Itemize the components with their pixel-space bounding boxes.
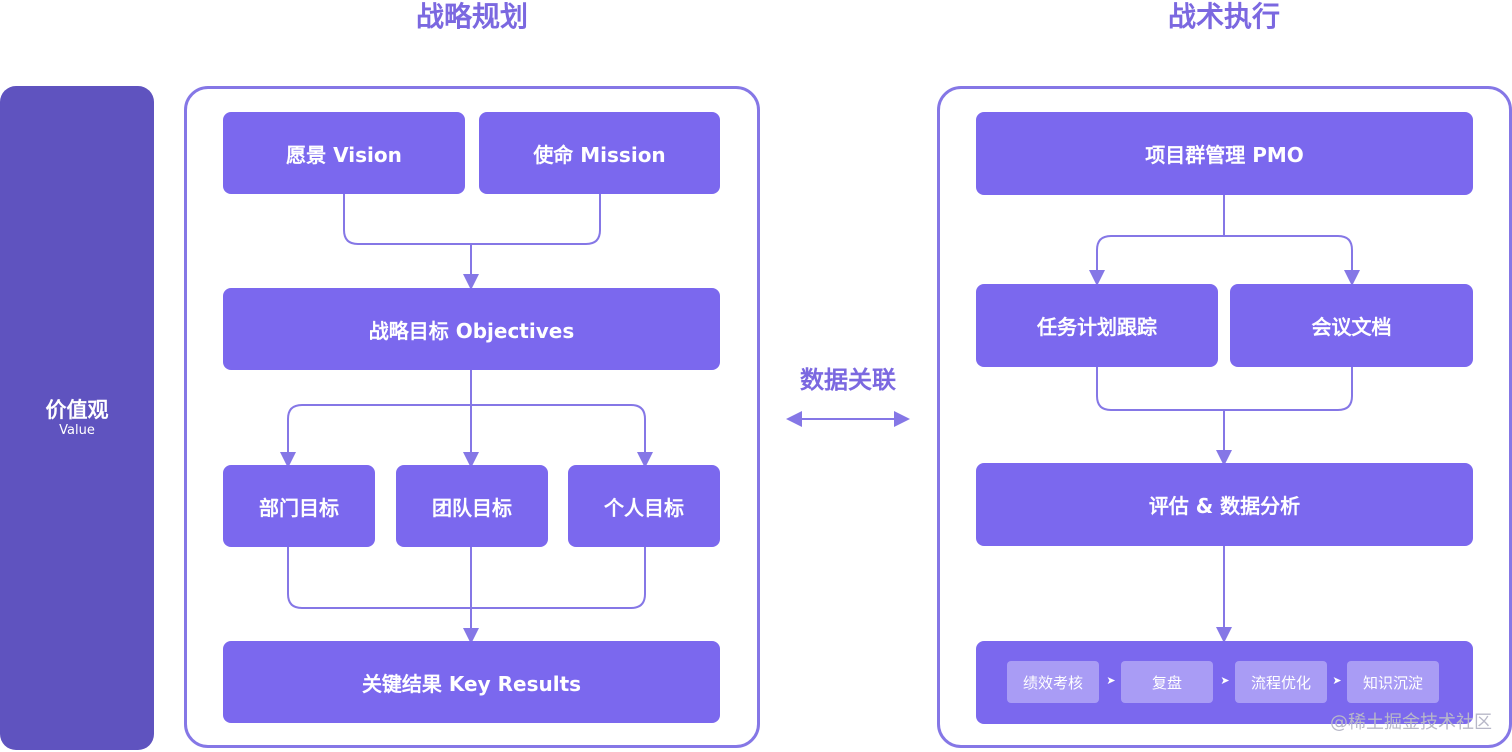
tactics-heading: 战术执行 bbox=[1167, 0, 1280, 33]
value-bar: 价值观 Value bbox=[0, 86, 154, 750]
team-goal-box: 团队目标 bbox=[396, 465, 548, 547]
analysis-box: 评估 & 数据分析 bbox=[976, 463, 1473, 546]
meeting-docs-box: 会议文档 bbox=[1230, 284, 1473, 367]
objectives-box: 战略目标 Objectives bbox=[223, 288, 720, 370]
key-results-box: 关键结果 Key Results bbox=[223, 641, 720, 723]
task-tracking-box: 任务计划跟踪 bbox=[976, 284, 1218, 367]
mission-box: 使命 Mission bbox=[479, 112, 720, 194]
vision-box: 愿景 Vision bbox=[223, 112, 465, 194]
chevron-right-icon: ➤ bbox=[1106, 674, 1116, 687]
step-process-optimization: 流程优化 bbox=[1235, 661, 1327, 703]
value-sublabel: Value bbox=[59, 423, 95, 438]
step-knowledge: 知识沉淀 bbox=[1347, 661, 1439, 703]
value-label: 价值观 bbox=[45, 398, 109, 422]
pmo-box: 项目群管理 PMO bbox=[976, 112, 1473, 195]
chevron-right-icon: ➤ bbox=[1220, 674, 1230, 687]
step-review: 复盘 bbox=[1121, 661, 1213, 703]
chevron-right-icon: ➤ bbox=[1332, 674, 1342, 687]
watermark: @稀土掘金技术社区 bbox=[1330, 712, 1492, 733]
step-performance: 绩效考核 bbox=[1007, 661, 1099, 703]
department-goal-box: 部门目标 bbox=[223, 465, 375, 547]
data-link-label: 数据关联 bbox=[800, 366, 896, 394]
strategy-heading: 战略规划 bbox=[415, 0, 528, 33]
personal-goal-box: 个人目标 bbox=[568, 465, 720, 547]
